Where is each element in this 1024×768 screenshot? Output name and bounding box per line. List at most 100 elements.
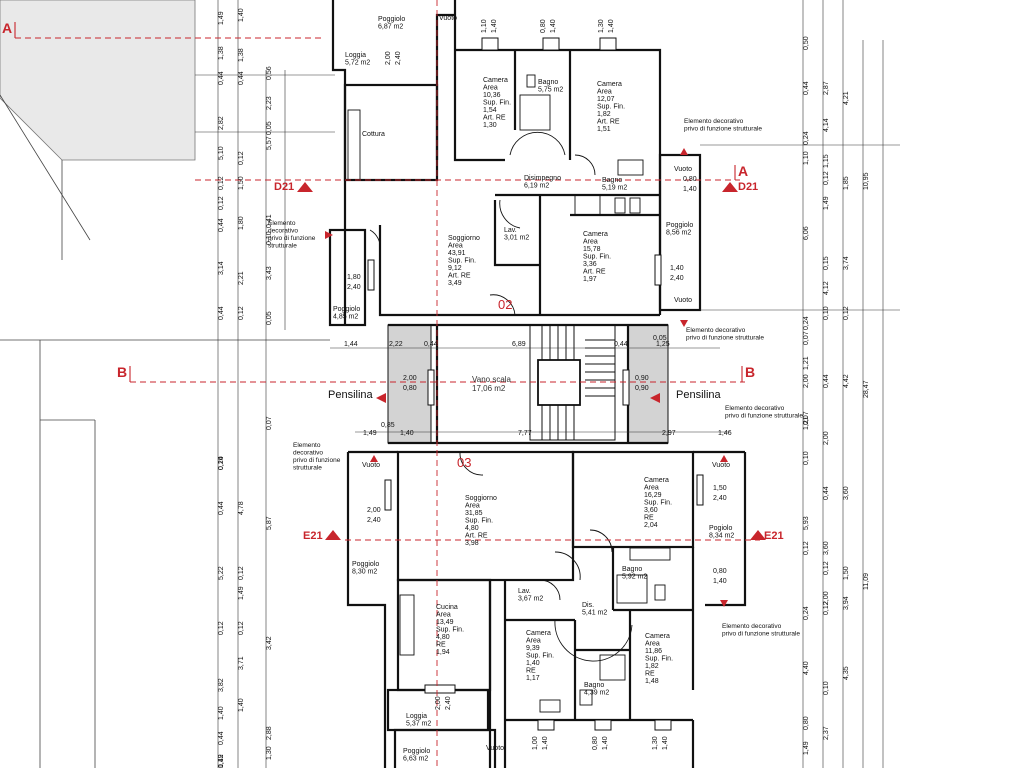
dim-v: 10,95 [863,172,870,190]
window-width: 0,80 [683,176,697,183]
soggiorno2-line: 31,85 [465,510,483,517]
decor-note-left-top-line: decorativo [268,228,298,235]
window-height: 1,40 [542,736,549,750]
cucina-line: 1,94 [436,649,450,656]
dim-v: 0,05 [266,311,273,325]
dim-v: 0,12 [218,176,225,190]
soggiorno1-line: 43,91 [448,250,466,257]
dim-v: 0,44 [823,374,830,388]
dim-v: 0,12 [823,171,830,185]
dim-v: 6,06 [803,226,810,240]
dim-v: 3,42 [266,636,273,650]
dim-v: 0,12 [803,541,810,555]
camera6-line: Camera [645,633,670,640]
window-height: 1,40 [713,578,727,585]
dim-v: 0,44 [238,71,245,85]
window-width: 1,50 [713,485,727,492]
camera2-line: 1,51 [597,126,611,133]
dim-v: 0,44 [218,218,225,232]
camera3-line: Sup. Fin. [583,254,611,261]
dim-h: 7,77 [518,430,532,437]
dim-v: 1,21 [803,416,810,430]
window-height: 2,40 [670,275,684,282]
camera2-line: 12,07 [597,96,615,103]
dim-v: 1,30 [266,746,273,760]
dim-v: 0,24 [218,456,225,470]
cucina-line: Cucina [436,604,458,611]
dim-v: 3,71 [238,656,245,670]
cucina-line: Sup. Fin. [436,627,464,634]
window-width: 1,80 [347,274,361,281]
dis2-line: Dis. [582,602,594,609]
window-width: 0,90 [635,375,649,382]
loggia2-line: Loggia [406,713,427,720]
decor-note-top-right-line: Elemento decorativo [684,118,744,125]
dim-v: 0,44 [803,81,810,95]
dim-v: 3,94 [843,596,850,610]
camera6-line: RE [645,671,655,678]
stair [529,324,616,441]
dim-v: 11,09 [863,573,870,590]
dim-v: 0,12 [218,621,225,635]
dim-h: 0,44 [424,341,438,348]
poggiolo-l1-line: Poggiolo [333,306,360,313]
lav1-line: 3,01 m2 [504,235,529,242]
dim-v: 1,49 [823,196,830,210]
poggiolo-r1-line: Poggiolo [666,222,693,229]
dim-v: 0,44 [823,486,830,500]
walls [328,0,747,768]
decor-note-left-top-line: Elemento [268,220,296,227]
poggiolo-top-line: Poggiolo [378,16,405,23]
lav1-line: Lav. [504,227,517,234]
dim-v: 0,12 [218,196,225,210]
camera4-line: RE [644,515,654,522]
dis2-line: 5,41 m2 [582,610,607,617]
dim-v: 0,10 [823,681,830,695]
poggiolo-r1-line: 8,56 m2 [666,230,691,237]
void-label: Vuoto [674,297,692,304]
dim-v: 1,50 [238,176,245,190]
camera2-line: Area [597,89,612,96]
fixtures [347,74,671,713]
dim-v: 3,14 [218,261,225,275]
soggiorno2-line: Soggiorno [465,495,497,502]
camera4-line: Camera [644,477,669,484]
decor-note-mid-right-line: Elemento decorativo [686,327,746,334]
dim-v: 0,12 [238,151,245,165]
dim-v: 2,23 [266,96,273,110]
dim-v: 1,38 [238,48,245,62]
camera3-line: Camera [583,231,608,238]
dim-v: 3,60 [843,486,850,500]
dim-h: 6,89 [512,341,526,348]
camera4-line: Sup. Fin. [644,500,672,507]
pogiolo-r2-line: 8,34 m2 [709,533,734,540]
decor-note-left-top-line: strutturale [268,243,297,250]
dim-v: 0,10 [218,456,225,470]
decor-note-left-bot-line: Elemento [293,442,321,449]
dim-v: 0,12 [238,566,245,580]
dim-v: 2,21 [238,271,245,285]
soggiorno1-line: Soggiorno [448,235,480,242]
decor-note-top-right-line: privo di funzione strutturale [684,126,762,133]
camera6-line: 1,82 [645,663,659,670]
dim-v: 0,12 [238,621,245,635]
dim-v: 2,00 [823,591,830,605]
dim-v: 5,93 [803,516,810,530]
decor-note-stair-right-line: Elemento decorativo [725,405,785,412]
dim-v: 0,44 [218,501,225,515]
section-markers [297,148,766,607]
soggiorno2-line: Sup. Fin. [465,518,493,525]
poggiolo-bot-line: 6,63 m2 [403,756,428,763]
soggiorno1-line: Sup. Fin. [448,258,476,265]
dim-h: 2,22 [389,341,403,348]
soggiorno1-line: Area [448,243,463,250]
dim-h: 0,05 [653,335,667,342]
camera3-line: Art. RE [583,269,606,276]
soggiorno2-line: Area [465,503,480,510]
bagno4-line: Bagno [584,682,604,689]
dim-v: 5,22 [218,566,225,580]
dim-h: 1,44 [344,341,358,348]
disimpegno-line: Disimpegno [524,175,561,182]
dim-v: 0,44 [218,731,225,745]
camera4-line: Area [644,485,659,492]
